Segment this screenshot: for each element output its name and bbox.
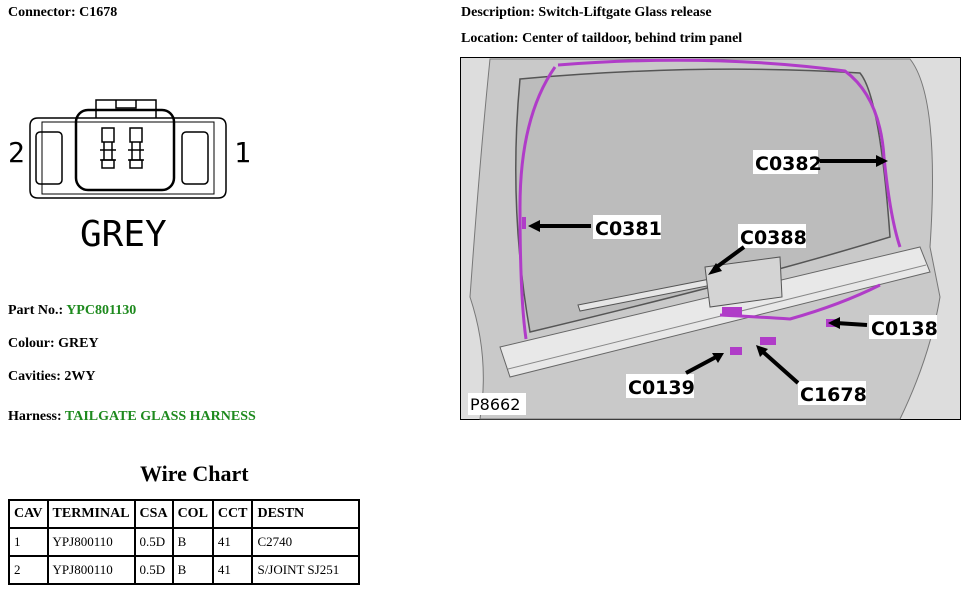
header-terminal: TERMINAL [46, 499, 136, 529]
cell-terminal: YPJ800110 [46, 527, 136, 557]
cavities-line: Cavities: 2WY [8, 369, 96, 385]
cell-col: B [171, 555, 214, 585]
header-cav: CAV [8, 499, 49, 529]
part-no-label: Part No.: [8, 303, 64, 318]
figure-id: P8662 [470, 395, 520, 414]
connector-face-diagram: 2 1 GREY [8, 99, 251, 255]
part-no-value: YPC801130 [66, 303, 137, 318]
cell-csa: 0.5D [133, 527, 174, 557]
part-no-line: Part No.: YPC801130 [8, 303, 136, 319]
location-line: Location: Center of taildoor, behind tri… [461, 31, 742, 47]
callout-c0138: C0138 [871, 318, 938, 340]
location-label: Location: [461, 31, 519, 46]
table-row: 2 YPJ800110 0.5D B 41 S/JOINT SJ251 [8, 555, 361, 585]
header-cct: CCT [211, 499, 254, 529]
wiring-harness-trace [518, 58, 902, 340]
cell-cav: 1 [8, 527, 49, 557]
description-label: Description: [461, 5, 535, 20]
pin-1-label: 1 [234, 136, 251, 169]
cell-csa: 0.5D [133, 555, 174, 585]
wire-chart-header-row: CAV TERMINAL CSA COL CCT DESTN [8, 499, 361, 529]
callout-c0382: C0382 [755, 153, 822, 175]
header-destn: DESTN [251, 499, 361, 529]
description-value: Switch-Liftgate Glass release [538, 5, 712, 20]
harness-value: TAILGATE GLASS HARNESS [64, 409, 256, 424]
colour-line: Colour: GREY [8, 336, 99, 352]
harness-line: Harness: TAILGATE GLASS HARNESS [8, 409, 256, 425]
cell-cct: 41 [211, 555, 254, 585]
harness-label: Harness: [8, 409, 62, 424]
cell-col: B [171, 527, 214, 557]
colour-value: GREY [58, 336, 99, 351]
cavities-value: 2WY [64, 369, 96, 384]
pin-2-label: 2 [8, 136, 25, 169]
cell-cav: 2 [8, 555, 49, 585]
header-col: COL [171, 499, 214, 529]
callout-c0388: C0388 [740, 227, 807, 249]
header-csa: CSA [133, 499, 174, 529]
description-line: Description: Switch-Liftgate Glass relea… [461, 5, 712, 21]
cell-cct: 41 [211, 527, 254, 557]
callout-c0381: C0381 [595, 218, 662, 240]
cell-destn: C2740 [251, 527, 361, 557]
cell-terminal: YPJ800110 [46, 555, 136, 585]
cavities-label: Cavities: [8, 369, 61, 384]
connector-line: Connector: C1678 [8, 5, 117, 21]
connector-value: C1678 [79, 5, 118, 20]
cell-destn: S/JOINT SJ251 [251, 555, 361, 585]
table-row: 1 YPJ800110 0.5D B 41 C2740 [8, 527, 361, 557]
wire-chart-table: CAV TERMINAL CSA COL CCT DESTN 1 YPJ8001… [8, 499, 361, 585]
callout-c0139: C0139 [628, 377, 695, 399]
location-illustration: C0382 C0381 C0388 C0138 C0139 C1678 P866… [460, 57, 961, 420]
connector-label: Connector: [8, 5, 76, 20]
connector-colour-caption: GREY [80, 214, 167, 255]
location-value: Center of taildoor, behind trim panel [522, 31, 743, 46]
callout-c1678: C1678 [800, 384, 867, 406]
colour-label: Colour: [8, 336, 55, 351]
wire-chart-title: Wire Chart [140, 461, 249, 486]
